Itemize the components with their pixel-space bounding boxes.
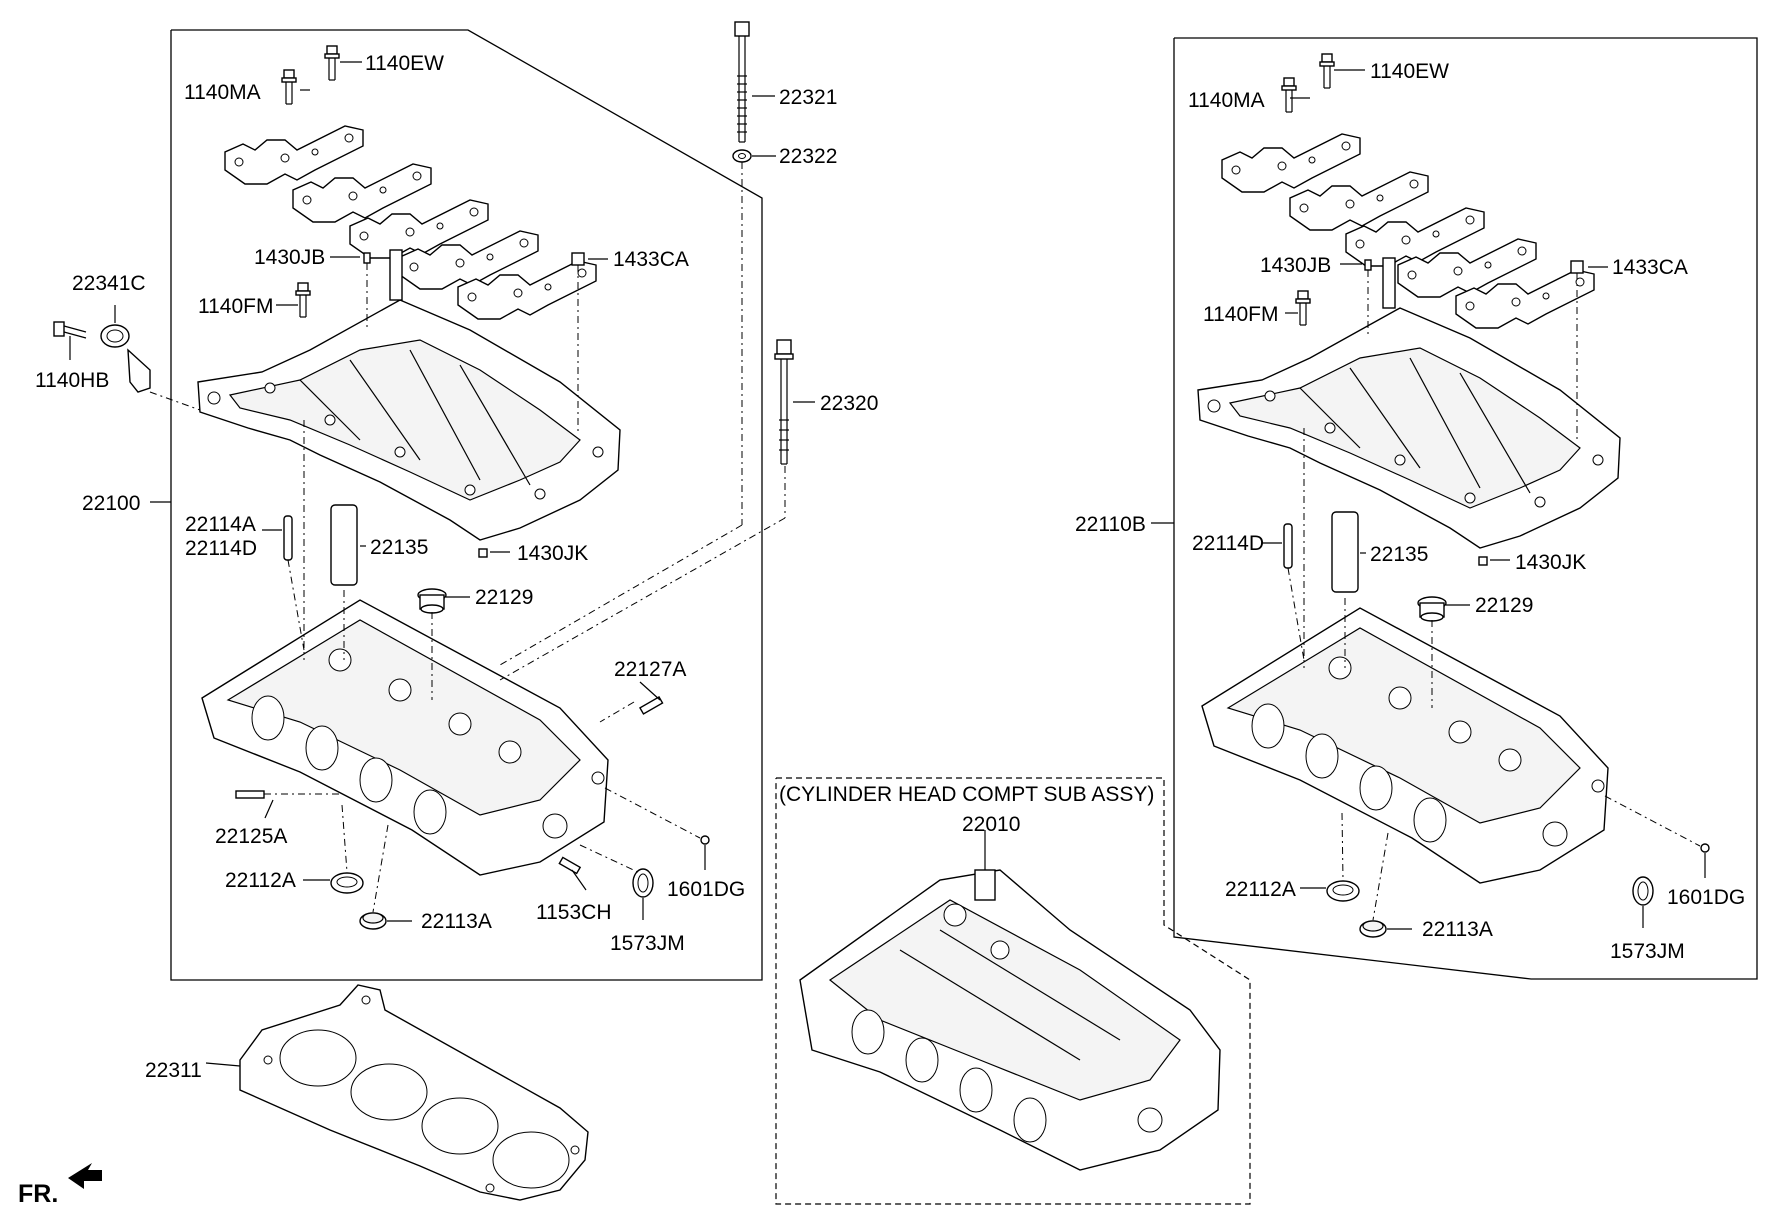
label-22112A-left: 22112A — [225, 869, 296, 892]
camshaft-carrier-right — [1197, 257, 1621, 549]
callouts-right — [1151, 69, 1706, 930]
label-1573JM-left: 1573JM — [610, 932, 685, 955]
bolt-1140MA-right — [1281, 77, 1297, 113]
sub-assy-title: (CYLINDER HEAD COMPT SUB ASSY) — [779, 783, 1154, 806]
bolt-1140EW-right — [1319, 53, 1335, 89]
label-22311: 22311 — [145, 1059, 202, 1082]
head-bolt-22320 — [774, 339, 794, 465]
pin-1430JB-left — [363, 252, 371, 264]
seal-22112A-right — [1326, 880, 1360, 902]
label-22322: 22322 — [779, 145, 837, 168]
label-1153CH: 1153CH — [536, 901, 612, 924]
pin-1433CA-right — [1570, 260, 1584, 274]
front-arrow-icon — [68, 1163, 102, 1189]
pin-1601DG-left — [700, 835, 710, 845]
front-label: FR. — [18, 1180, 58, 1208]
label-22129-left: 22129 — [475, 586, 533, 609]
bolt-1140HB — [53, 321, 87, 339]
pin-1430JK-left — [478, 548, 488, 558]
label-22110B: 22110B — [1075, 513, 1146, 536]
label-22114D-right: 22114D — [1192, 532, 1264, 555]
washer-22322 — [732, 149, 752, 163]
label-22113A-right: 22113A — [1422, 918, 1493, 941]
bolt-1140FM-left — [295, 282, 311, 318]
camshaft-bearing-caps-left — [224, 125, 597, 320]
label-22129-right: 22129 — [1475, 594, 1533, 617]
sleeve-22135-right — [1331, 511, 1359, 593]
label-1140EW-right: 1140EW — [1370, 60, 1449, 83]
leader-lines-right — [1287, 270, 1701, 921]
label-22341C: 22341C — [72, 272, 146, 295]
label-1430JK-left: 1430JK — [517, 542, 588, 565]
seal-22341C — [100, 324, 151, 393]
stud-22127A — [639, 695, 664, 715]
label-1430JB-left: 1430JB — [254, 246, 325, 269]
label-22112A-right: 22112A — [1225, 878, 1296, 901]
seal-1573JM-right — [1632, 876, 1654, 906]
pin-1430JK-right — [1478, 556, 1488, 566]
stud-22125A — [235, 790, 265, 799]
label-1433CA-right: 1433CA — [1612, 256, 1688, 279]
plug-22129-right — [1417, 596, 1447, 622]
label-1433CA-left: 1433CA — [613, 248, 689, 271]
label-22135-left: 22135 — [370, 536, 428, 559]
label-1140HB: 1140HB — [35, 369, 109, 392]
sleeve-22135-left — [330, 504, 358, 586]
right-assembly-box — [1173, 37, 1758, 980]
pin-1601DG-right — [1700, 843, 1710, 853]
label-22010: 22010 — [962, 813, 1020, 836]
label-22114A: 22114A — [185, 513, 256, 536]
head-gasket-22311 — [205, 984, 589, 1201]
cylinder-head-left — [201, 599, 609, 876]
label-1140EW-left: 1140EW — [365, 52, 444, 75]
bolt-1140FM-right — [1295, 290, 1311, 326]
camshaft-carrier-left — [197, 249, 621, 541]
label-1430JK-right: 1430JK — [1515, 551, 1586, 574]
callouts-left — [69, 61, 815, 922]
label-22321: 22321 — [779, 86, 837, 109]
label-22100: 22100 — [82, 492, 140, 515]
pin-1433CA-left — [571, 252, 585, 266]
seal-22112A-left — [330, 872, 364, 894]
label-1601DG-right: 1601DG — [1667, 886, 1745, 909]
seal-22113A-left — [359, 912, 387, 930]
cylinder-head-right — [1201, 607, 1609, 884]
label-1573JM-right: 1573JM — [1610, 940, 1685, 963]
label-22320: 22320 — [820, 392, 878, 415]
seal-22113A-right — [1359, 920, 1387, 938]
bolt-1140MA-left — [281, 69, 297, 105]
label-22114D-left: 22114D — [185, 537, 257, 560]
label-1140FM-right: 1140FM — [1203, 303, 1278, 326]
plug-22129-left — [417, 588, 447, 614]
head-bolt-22321 — [734, 21, 750, 143]
seal-1573JM-left — [632, 868, 654, 898]
label-1140MA-right: 1140MA — [1188, 89, 1265, 112]
bolt-1153CH — [558, 856, 582, 875]
label-1140MA-left: 1140MA — [184, 81, 261, 104]
leader-lines-left — [149, 162, 786, 913]
label-22135-right: 22135 — [1370, 543, 1428, 566]
label-1601DG-left: 1601DG — [667, 878, 745, 901]
label-22127A: 22127A — [614, 658, 686, 681]
sub-assy-box — [775, 777, 1251, 1205]
camshaft-bearing-caps-right — [1221, 133, 1595, 329]
dowel-22114D-right — [1283, 523, 1293, 569]
label-1140FM-left: 1140FM — [198, 295, 273, 318]
left-assembly-box — [170, 29, 763, 981]
sub-assy-cylinder-head — [799, 830, 1221, 1171]
label-22125A: 22125A — [215, 825, 287, 848]
pin-1430JB-right — [1364, 259, 1372, 271]
part-labels: 1140MA 1140EW 22321 22322 1430JB 1433CA … — [18, 52, 1745, 1208]
bolt-1140EW-left — [324, 45, 340, 81]
dowel-22114-left — [283, 515, 293, 561]
label-1430JB-right: 1430JB — [1260, 254, 1331, 277]
label-22113A-left: 22113A — [421, 910, 492, 933]
